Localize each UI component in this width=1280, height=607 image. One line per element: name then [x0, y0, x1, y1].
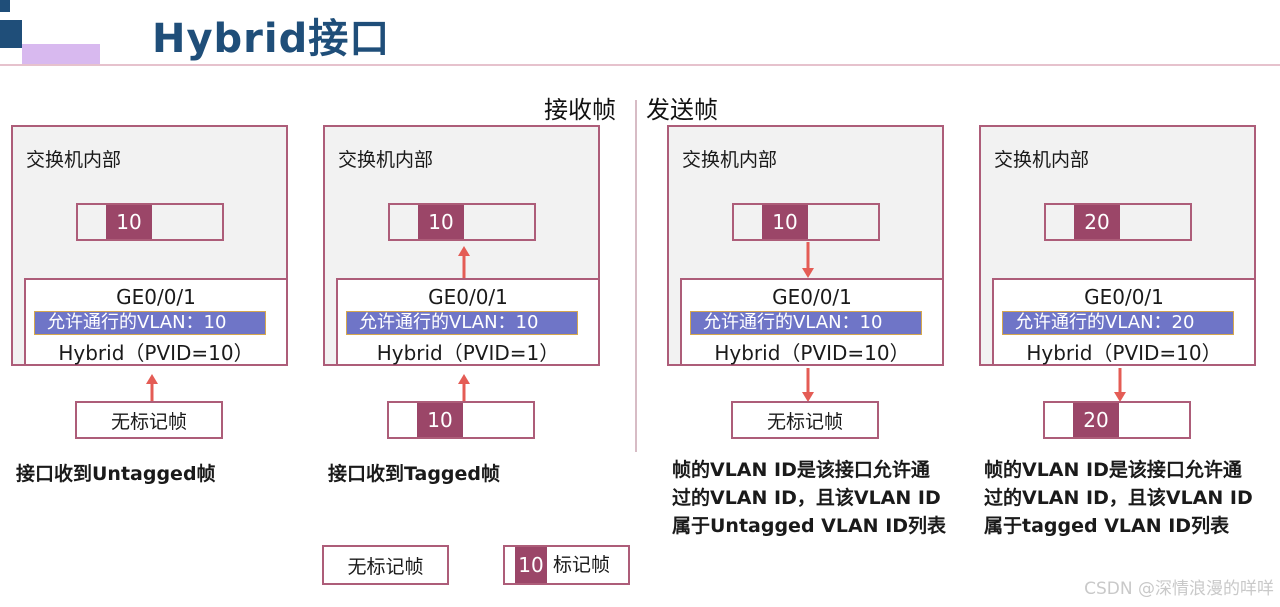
- arrow-down-icon: [1110, 368, 1130, 402]
- port-mode: Hybrid（PVID=10）: [714, 341, 910, 365]
- corner-decoration-block: [0, 20, 22, 48]
- incoming-frame-1: 无标记帧: [75, 401, 223, 439]
- port-mode: Hybrid（PVID=1）: [376, 341, 560, 365]
- receive-section-label: 接收帧: [544, 96, 616, 124]
- section-divider: [635, 100, 637, 452]
- port-box-3: GE0/0/1 允许通行的VLAN：10 Hybrid（PVID=10）: [680, 278, 944, 366]
- port-box-1: GE0/0/1 允许通行的VLAN：10 Hybrid（PVID=10）: [24, 278, 288, 366]
- vlan-tag: 10: [418, 205, 464, 239]
- vlan-tag: 10: [106, 205, 152, 239]
- port-name: GE0/0/1: [116, 285, 196, 309]
- internal-frame-2: 10: [388, 203, 536, 241]
- corner-decoration: [0, 0, 10, 12]
- internal-frame-3: 10: [732, 203, 880, 241]
- legend-untagged: 无标记帧: [322, 545, 449, 585]
- caption-line: 属于tagged VLAN ID列表: [984, 515, 1230, 537]
- allowed-vlan-bar: 允许通行的VLAN：20: [1002, 311, 1234, 335]
- arrow-up-icon: [454, 374, 474, 402]
- watermark: CSDN @深情浪漫的咩咩: [1084, 579, 1274, 599]
- allowed-vlan-bar: 允许通行的VLAN：10: [34, 311, 266, 335]
- arrow-up-icon: [142, 374, 162, 402]
- allowed-vlan-bar: 允许通行的VLAN：10: [346, 311, 578, 335]
- title-underline: [0, 64, 1280, 66]
- send-section-label: 发送帧: [646, 96, 718, 124]
- port-name: GE0/0/1: [1084, 285, 1164, 309]
- vlan-tag: 10: [762, 205, 808, 239]
- panel-2-caption: 接口收到Tagged帧: [328, 463, 501, 485]
- untagged-frame-label: 无标记帧: [110, 410, 187, 433]
- vlan-tag: 20: [1073, 403, 1119, 437]
- port-box-4: GE0/0/1 允许通行的VLAN：20 Hybrid（PVID=10）: [992, 278, 1256, 366]
- legend-tagged-label: 标记帧: [553, 554, 611, 576]
- outgoing-frame-4: 20: [1043, 401, 1191, 439]
- panel-1-caption: 接口收到Untagged帧: [16, 463, 216, 485]
- port-mode: Hybrid（PVID=10）: [1026, 341, 1222, 365]
- vlan-tag: 20: [1074, 205, 1120, 239]
- caption-line: 帧的VLAN ID是该接口允许通: [672, 459, 930, 481]
- panel-3-caption: 帧的VLAN ID是该接口允许通 过的VLAN ID，且该VLAN ID 属于U…: [672, 456, 962, 540]
- port-mode: Hybrid（PVID=10）: [58, 341, 254, 365]
- caption-line: 过的VLAN ID，且该VLAN ID: [672, 487, 941, 509]
- arrow-up-icon: [454, 246, 474, 280]
- caption-line: 属于Untagged VLAN ID列表: [672, 515, 947, 537]
- legend-tagged: 10 标记帧: [503, 545, 630, 585]
- vlan-tag: 10: [417, 403, 463, 437]
- switch-label: 交换机内部: [682, 149, 778, 171]
- port-name: GE0/0/1: [772, 285, 852, 309]
- allowed-vlan-bar: 允许通行的VLAN：10: [690, 311, 922, 335]
- caption-line: 过的VLAN ID，且该VLAN ID: [984, 487, 1253, 509]
- caption-line: 帧的VLAN ID是该接口允许通: [984, 459, 1242, 481]
- arrow-down-icon: [798, 368, 818, 402]
- outgoing-frame-3: 无标记帧: [731, 401, 879, 439]
- internal-frame-1: 10: [76, 203, 224, 241]
- legend-untagged-label: 无标记帧: [347, 555, 424, 578]
- switch-label: 交换机内部: [994, 149, 1090, 171]
- panel-4-caption: 帧的VLAN ID是该接口允许通 过的VLAN ID，且该VLAN ID 属于t…: [984, 456, 1274, 540]
- internal-frame-4: 20: [1044, 203, 1192, 241]
- port-name: GE0/0/1: [428, 285, 508, 309]
- switch-label: 交换机内部: [338, 149, 434, 171]
- page-title: Hybrid接口: [152, 16, 391, 62]
- incoming-frame-2: 10: [387, 401, 535, 439]
- title-accent-bar: [22, 44, 100, 66]
- arrow-down-icon: [798, 242, 818, 278]
- switch-label: 交换机内部: [26, 149, 122, 171]
- port-box-2: GE0/0/1 允许通行的VLAN：10 Hybrid（PVID=1）: [336, 278, 600, 366]
- vlan-tag: 10: [515, 547, 547, 583]
- untagged-frame-label: 无标记帧: [766, 410, 843, 433]
